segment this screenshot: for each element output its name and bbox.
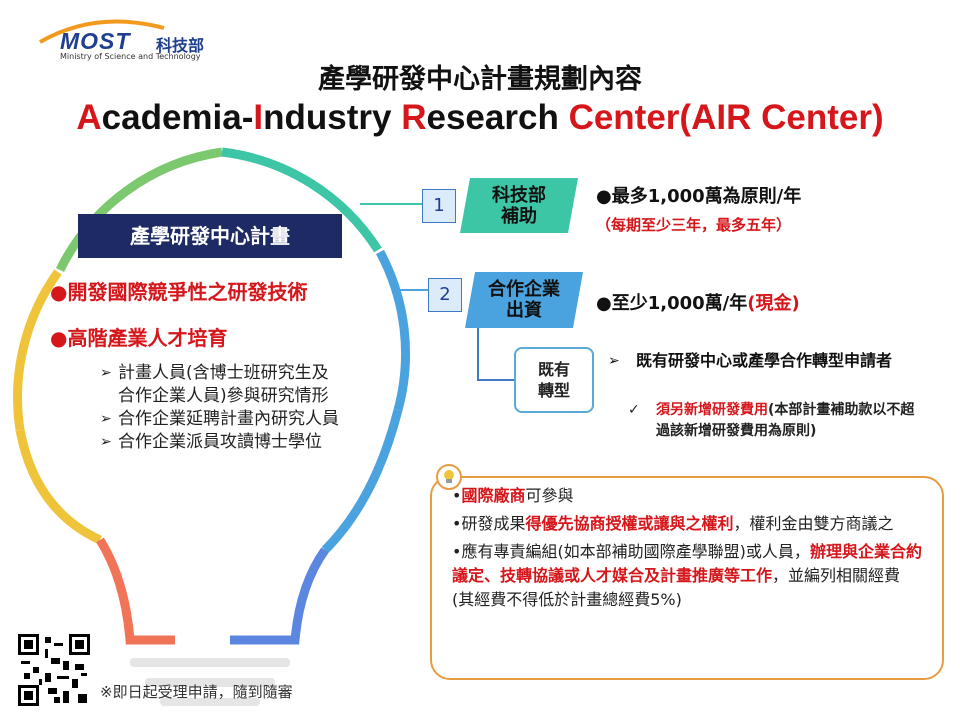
page-title-chinese: 產學研發中心計畫規劃內容 xyxy=(318,64,642,95)
list-item: •研發成果得優先協商授權或讓與之權利，權利金由雙方商議之 xyxy=(452,512,922,536)
logo-chinese: 科技部 xyxy=(156,36,205,55)
goal-text: 高階產業人才培育 xyxy=(67,326,228,350)
list-item: ➢計畫人員(含博士班研究生及合作企業人員)參與研究情形 xyxy=(100,363,329,406)
funding-tab-2-label: 合作企業 出資 xyxy=(488,279,560,321)
notes-box xyxy=(430,476,944,680)
note-fragment: ，權利金由雙方商議之 xyxy=(733,514,894,533)
title-fragment: I xyxy=(253,98,264,137)
logo-swoosh-icon xyxy=(39,19,165,44)
note-fragment: ，並編列相關經費(其經費不得低於計畫總經費5%) xyxy=(452,566,901,609)
goal-talent-cultivation: ●高階產業人才培育 xyxy=(50,322,227,351)
goal-bullet: ● xyxy=(50,326,68,350)
funding-number-2: 2 xyxy=(428,278,462,312)
note-fragment: 辦理與企業合約議定、技轉協議或人才媒合及計畫推廣等工作 xyxy=(452,542,922,585)
title-fragment: ndustry xyxy=(263,98,402,137)
title-fragment: cademia- xyxy=(101,98,254,137)
funding-tab-2 xyxy=(465,272,583,328)
funding-number-1: 1 xyxy=(422,189,456,223)
funding-tab-1 xyxy=(460,178,578,233)
arrow-icon: ➢ xyxy=(100,411,112,427)
list-item: ➢合作企業延聘計畫內研究人員 xyxy=(100,409,339,429)
check-icon: ✓ xyxy=(628,402,640,418)
goal-bullet: ● xyxy=(50,280,68,304)
program-title-box: 產學研發中心計畫 xyxy=(78,214,342,258)
title-fragment: esearch xyxy=(426,98,569,137)
logo-word: MOST xyxy=(60,28,131,54)
arrow-icon: ➢ xyxy=(608,353,620,369)
transform-box: 既有 轉型 xyxy=(514,347,594,413)
goal-text: 開發國際競爭性之研發技術 xyxy=(67,280,308,304)
funding-1-note: （每期至少三年，最多五年） xyxy=(596,216,792,234)
bullet-icon: • xyxy=(452,542,462,561)
page-title-english: Academia-Industry Research Center(AIR Ce… xyxy=(0,98,960,138)
list-item: ➢合作企業派員攻讀博士學位 xyxy=(100,432,322,452)
qr-code xyxy=(18,634,90,706)
note-fragment: 國際廠商 xyxy=(461,486,526,505)
lightbulb-icon xyxy=(436,464,462,490)
title-fragment: Center(AIR Center) xyxy=(568,98,884,137)
list-item: •國際廠商可參與 xyxy=(452,484,922,508)
arrow-icon: ➢ xyxy=(100,365,112,381)
note-fragment: 研發成果 xyxy=(461,514,526,533)
logo-english: Ministry of Science and Technology xyxy=(60,52,201,61)
notes-list: •國際廠商可參與 •研發成果得優先協商授權或讓與之權利，權利金由雙方商議之 •應… xyxy=(452,484,922,612)
bullet-icon: • xyxy=(452,514,462,533)
note-fragment: 應有專責編組(如本部補助國際產學聯盟)或人員， xyxy=(461,542,810,561)
note-fragment: 得優先協商授權或讓與之權利 xyxy=(525,514,734,533)
funding-tab-1-label: 科技部 補助 xyxy=(492,184,546,227)
list-item: •應有專責編組(如本部補助國際產學聯盟)或人員，辦理與企業合約議定、技轉協議或人… xyxy=(452,540,922,612)
lightbulb-graphic xyxy=(13,147,411,706)
title-fragment: R xyxy=(401,98,427,137)
note-fragment: 可參與 xyxy=(525,486,574,505)
title-fragment: A xyxy=(76,98,102,137)
transform-item: ➢ 既有研發中心或產學合作轉型申請者 xyxy=(608,351,893,370)
funding-1-main: ●最多1,000萬為原則/年 xyxy=(596,186,802,207)
arrow-icon: ➢ xyxy=(100,434,112,450)
funding-2-main: ●至少1,000萬/年(現金) xyxy=(596,293,800,314)
transform-subitem: ✓ 須另新增研發費用(本部計畫補助款以不超過該新增研發費用為原則) xyxy=(628,400,928,442)
most-logo: MOST 科技部 Ministry of Science and Technol… xyxy=(36,18,226,62)
personnel-list: ➢計畫人員(含博士班研究生及合作企業人員)參與研究情形 ➢合作企業延聘計畫內研究… xyxy=(100,362,340,454)
goal-rd-technology: ●開發國際競爭性之研發技術 xyxy=(50,276,307,305)
bullet-icon: • xyxy=(452,486,462,505)
footer-note: ※即日起受理申請，隨到隨審 xyxy=(100,683,293,701)
